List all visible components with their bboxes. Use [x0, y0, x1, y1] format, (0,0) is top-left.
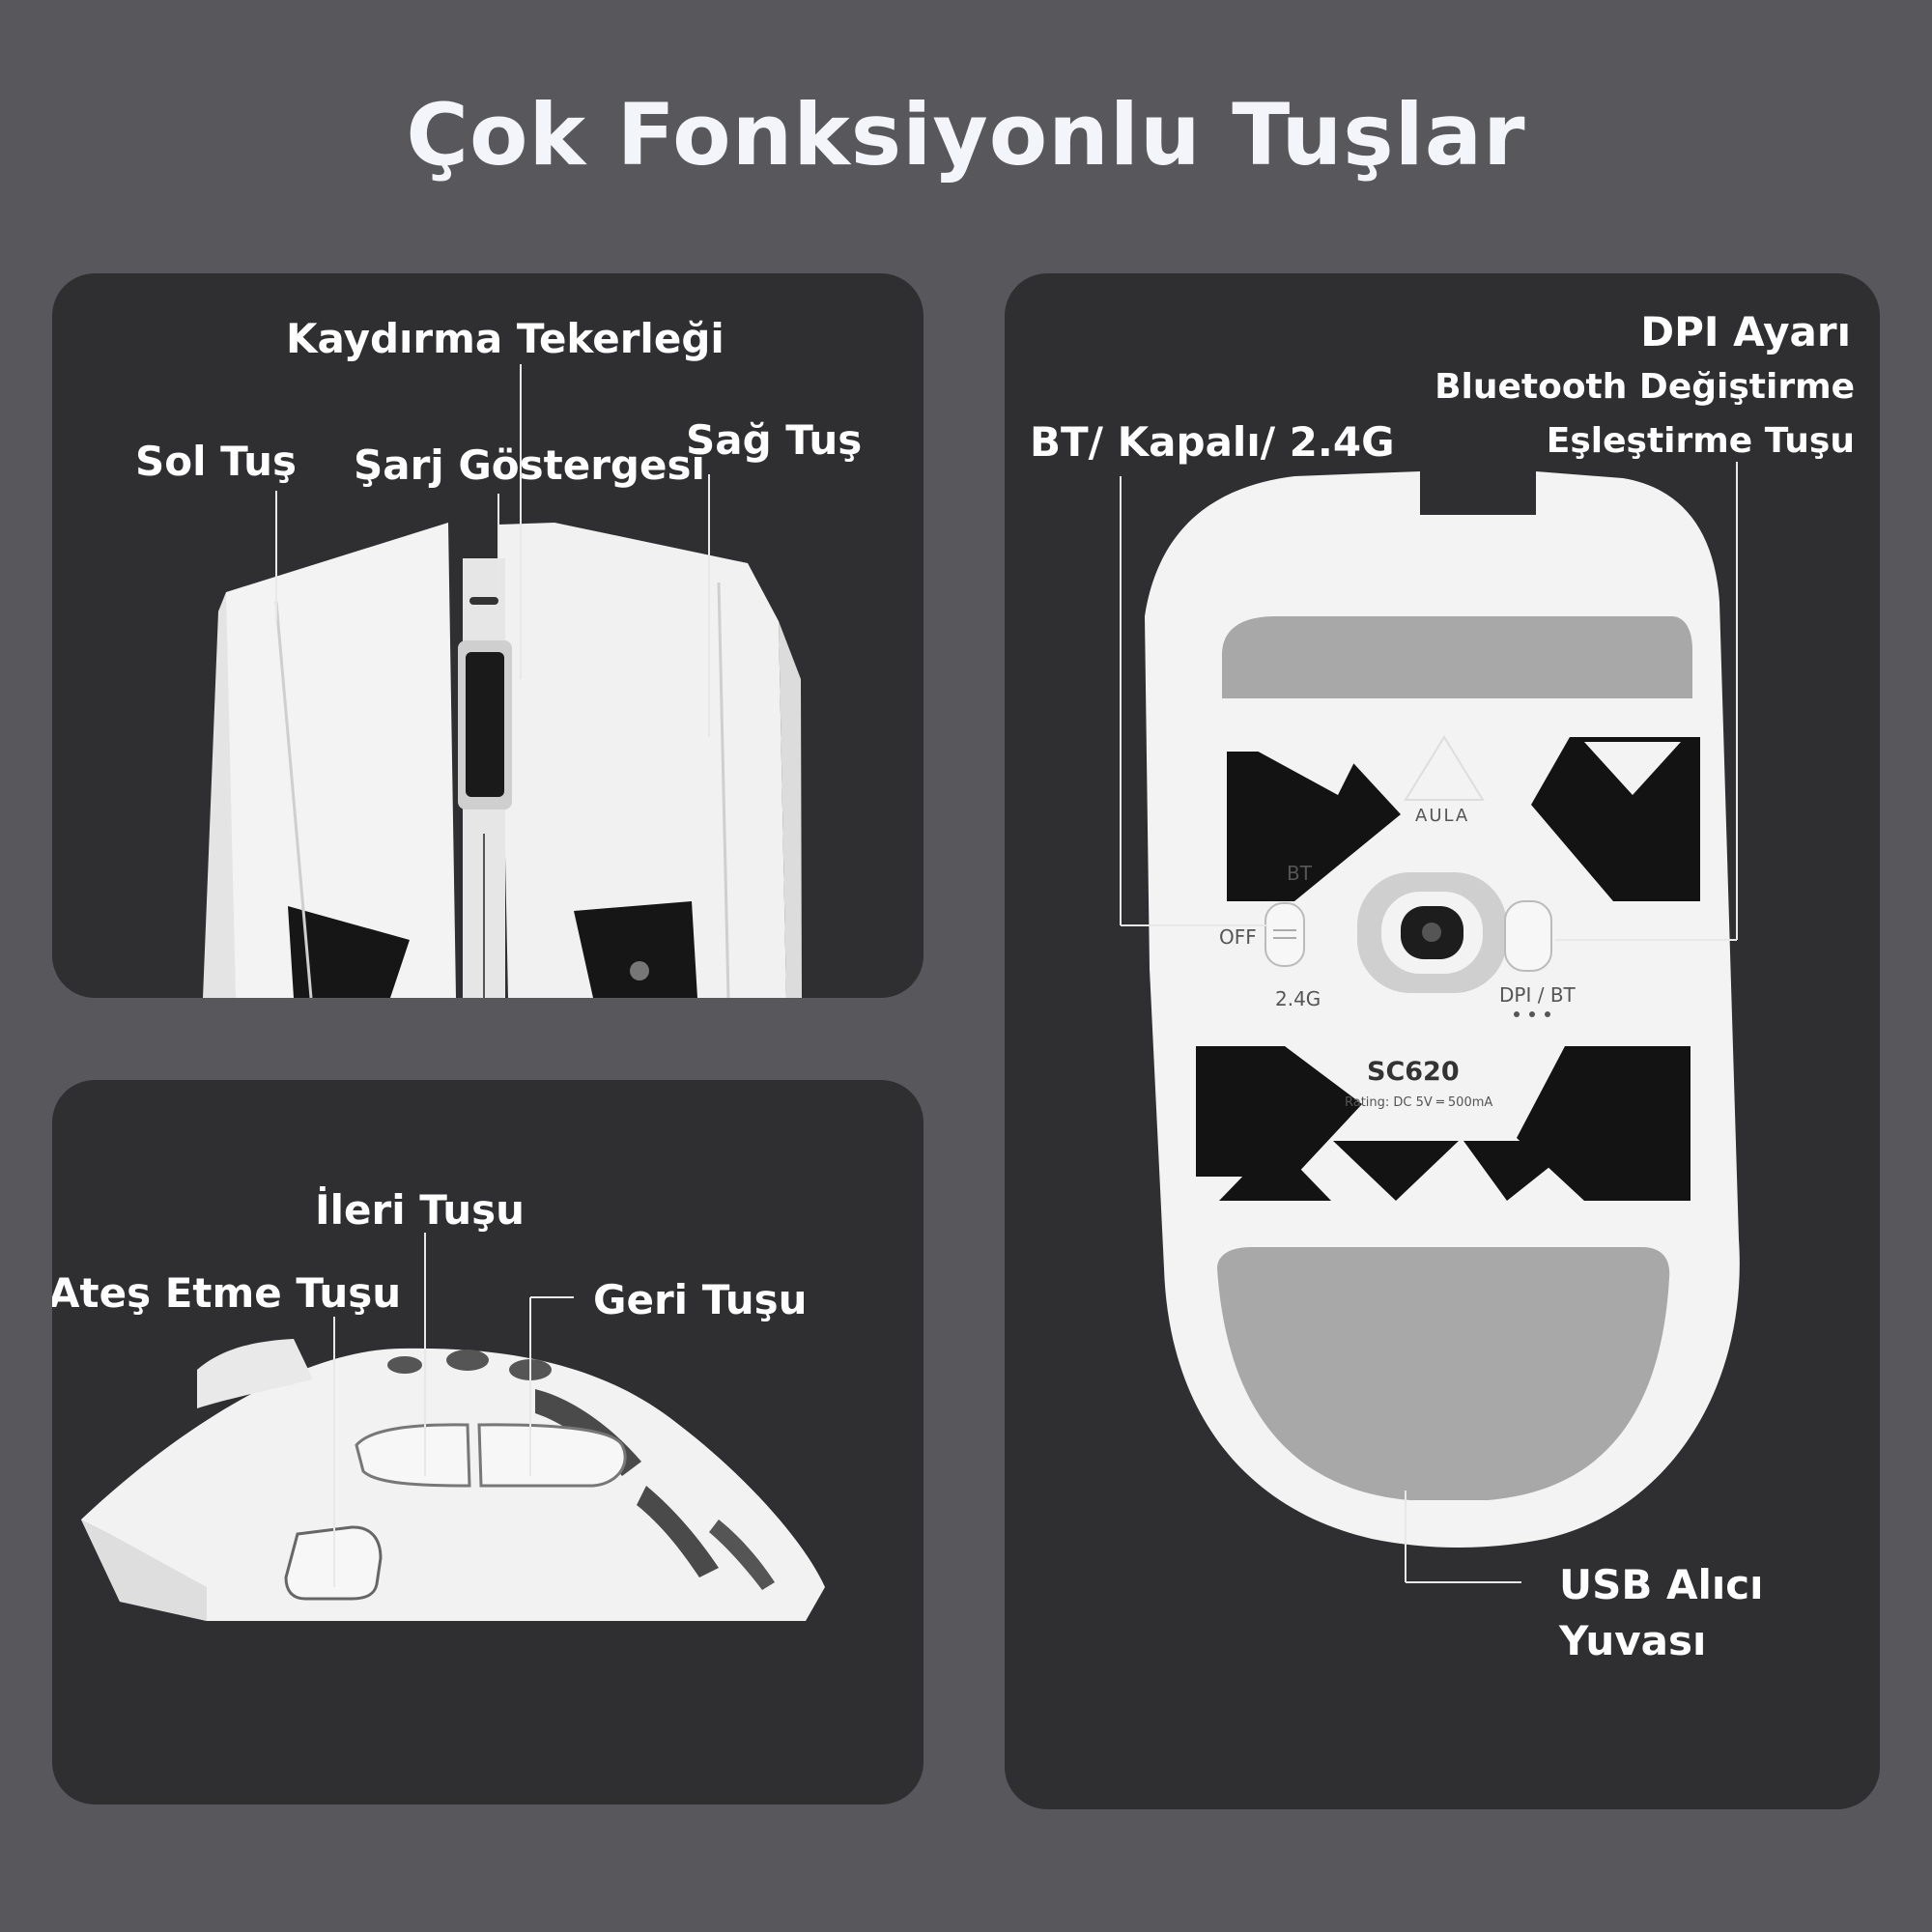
mouse-bottom-view-illustration [1120, 462, 1740, 1583]
page-title: Çok Fonksiyonlu Tuşlar [406, 85, 1526, 185]
mode-switch-label: BT/ Kapalı/ 2.4G [1030, 418, 1395, 466]
right-button-label: Sağ Tuş [686, 416, 863, 464]
brand-logo-text: AULA [1415, 806, 1470, 826]
charge-indicator-label: Şarj Göstergesi [354, 441, 705, 489]
pairing-button-label: Eşleştirme Tuşu [1546, 421, 1855, 461]
scroll-wheel-label: Kaydırma Tekerleği [286, 315, 724, 362]
back-button-label: Geri Tuşu [593, 1276, 808, 1323]
model-number: SC620 [1367, 1057, 1460, 1087]
usb-slot-label-line2: Yuvası [1559, 1617, 1707, 1664]
mouse-print-off: OFF [1219, 925, 1257, 949]
dpi-label: DPI Ayarı [1640, 308, 1851, 355]
side-view-panel: İleri Tuşu Ateş Etme Tuşu Geri Tuşu [52, 1080, 923, 1804]
forward-button-label: İleri Tuşu [315, 1186, 526, 1234]
power-rating: Rating: DC 5V ═ 500mA [1345, 1095, 1493, 1110]
mouse-print-bt: BT [1287, 862, 1312, 885]
left-button-label: Sol Tuş [135, 438, 298, 485]
fire-button-label: Ateş Etme Tuşu [52, 1269, 402, 1317]
mouse-side-view-illustration [81, 1233, 825, 1621]
bottom-view-panel: DPI Ayarı Bluetooth Değiştirme Eşleştirm… [1005, 273, 1880, 1809]
usb-slot-label-line1: USB Alıcı [1559, 1561, 1764, 1608]
bluetooth-switch-label: Bluetooth Değiştirme [1435, 367, 1855, 407]
mouse-top-view-illustration [203, 364, 802, 998]
mouse-print-dpi-bt: DPI / BT [1499, 983, 1576, 1007]
mouse-print-24g: 2.4G [1275, 987, 1321, 1010]
top-view-panel: Kaydırma Tekerleği Sol Tuş Şarj Gösterge… [52, 273, 923, 998]
